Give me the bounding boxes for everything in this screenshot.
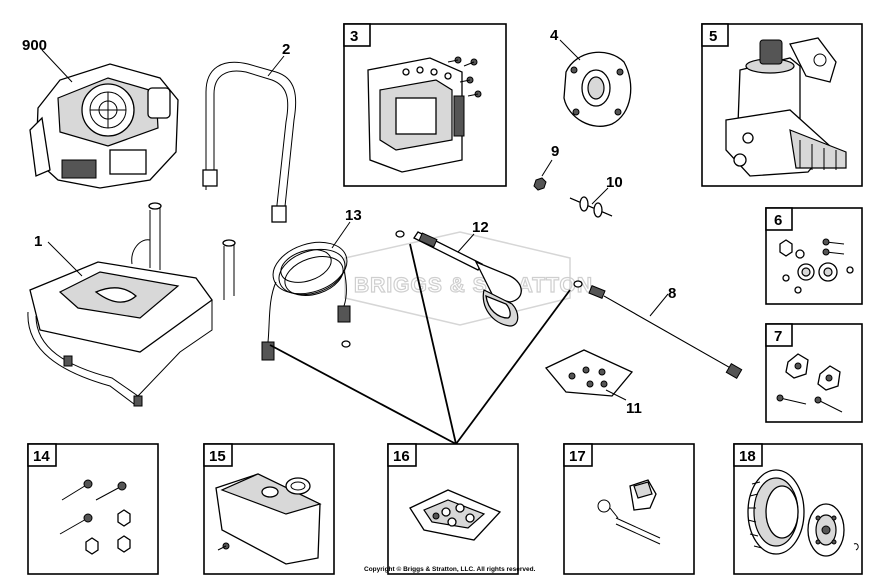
axle-icon[interactable] [569,187,613,218]
engine-icon[interactable] [29,49,179,189]
watermark: BRIGGS & STRATTON [344,231,593,326]
screws-icon [447,56,482,98]
label-13: 13 [345,207,362,224]
handle-icon[interactable] [202,55,297,223]
label-12: 12 [472,219,489,236]
frame-base-icon[interactable] [27,202,236,407]
box-5-tag [701,23,729,47]
soap-tank-icon[interactable] [215,473,322,565]
nozzle-pack-icon[interactable] [544,349,634,401]
label-6: 6 [774,212,782,229]
lance-icon[interactable] [573,280,743,380]
label-2: 2 [282,41,290,58]
label-1: 1 [34,233,42,250]
nut-icon[interactable] [533,159,553,191]
wheel-hardware-kit-icon[interactable] [779,238,854,294]
knob-kit-icon[interactable] [776,353,843,413]
copyright-text: Copyright © Briggs & Stratton, LLC. All … [364,565,536,573]
hose-reel-bracket-icon[interactable] [559,39,632,127]
label-15: 15 [209,448,226,465]
control-panel-icon[interactable] [367,56,482,173]
watermark-text: BRIGGS & STRATTON [354,274,593,297]
label-16: 16 [393,448,410,465]
box-7-tag [765,323,793,347]
label-17: 17 [569,448,586,465]
wheel-icon[interactable] [747,469,859,557]
box-18-tag [733,443,763,467]
box-16-tag [387,443,417,467]
label-9: 9 [551,143,559,160]
label-11: 11 [626,400,642,417]
pump-icon[interactable] [725,37,847,177]
callout-lines [269,243,571,445]
spray-gun-icon[interactable] [395,230,522,327]
label-18: 18 [739,448,756,465]
box-6 [765,207,863,305]
label-7: 7 [774,328,782,345]
label-8: 8 [668,285,676,302]
label-4: 4 [550,27,559,44]
pin-kit-icon[interactable] [597,479,661,545]
box-14-tag [27,443,57,467]
label-3: 3 [350,28,358,45]
box-15-tag [203,443,233,467]
label-5: 5 [709,28,717,45]
label-900: 900 [22,37,47,54]
box-3-tag [343,23,371,47]
bolt-kit-icon[interactable] [59,479,131,555]
high-pressure-hose-icon[interactable] [261,221,354,361]
nozzle-holder-icon[interactable] [409,489,502,541]
label-14: 14 [33,448,50,465]
box-17-tag [563,443,593,467]
box-6-tag [765,207,793,231]
label-10: 10 [606,174,623,191]
